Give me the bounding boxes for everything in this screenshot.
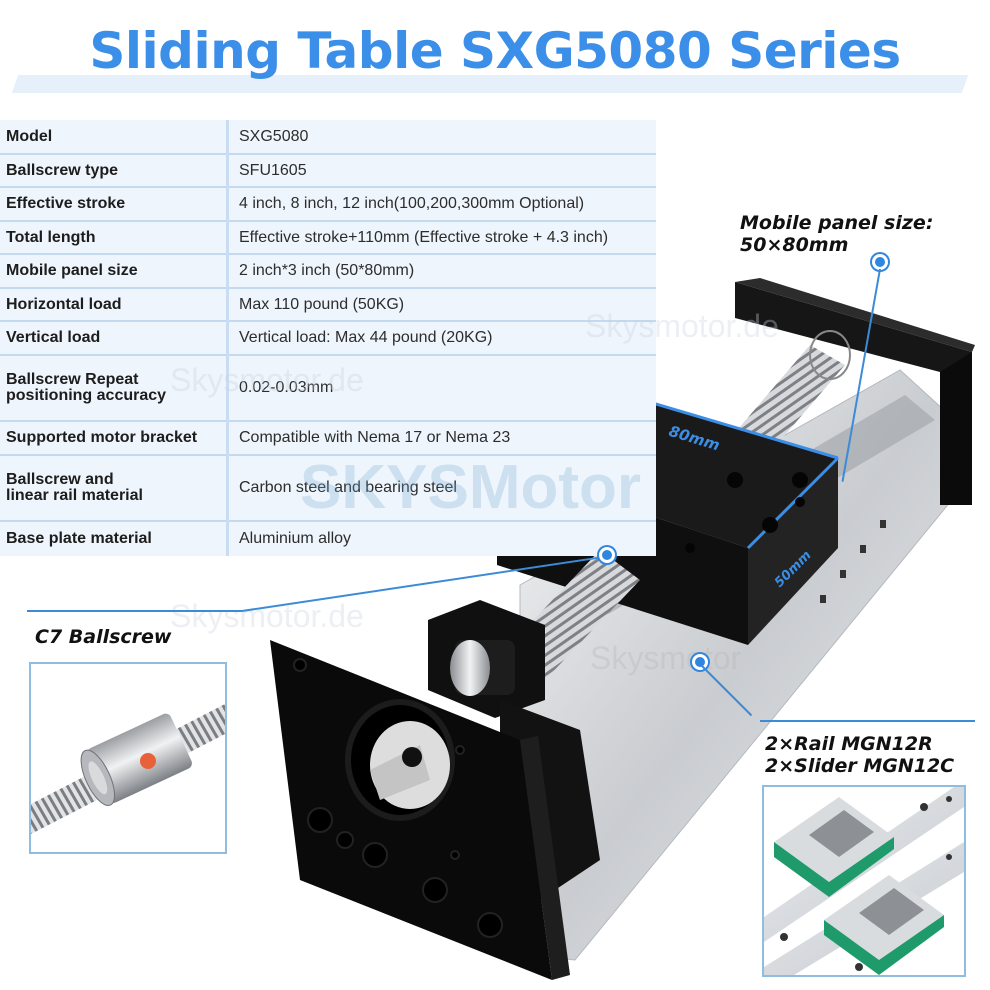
spec-value: 2 inch*3 inch (50*80mm): [227, 254, 656, 289]
callout-rail-line2: 2×Slider MGN12C: [765, 754, 955, 777]
rail-slider-inset-image: [762, 785, 966, 977]
spec-value: Aluminium alloy: [239, 530, 352, 547]
callout-marker-icon: [695, 657, 705, 667]
table-row: Ballscrew type SFU1605: [0, 154, 656, 188]
spec-label-line: positioning accuracy: [6, 387, 167, 404]
spec-value: Max 110 pound (50KG): [227, 288, 656, 322]
spec-value: Carbon steel and bearing steel: [227, 455, 656, 522]
spec-value: SXG5080: [227, 120, 656, 155]
table-row: Base plate material Aluminium alloy: [0, 521, 656, 556]
linear-rail-icon: [764, 787, 964, 975]
spec-value: 0.02-0.03mm: [227, 355, 656, 422]
callout-rail: 2×Rail MGN12R 2×Slider MGN12C: [765, 733, 955, 778]
table-row: Model SXG5080: [0, 120, 656, 155]
spec-label: Supported motor bracket: [0, 421, 229, 456]
table-row: Supported motor bracket Compatible with …: [0, 421, 656, 456]
callout-leader-line: [27, 610, 242, 612]
callout-leader-line: [760, 720, 975, 722]
ballscrew-icon: [31, 704, 225, 834]
spec-label: Mobile panel size: [0, 254, 229, 289]
spec-value: Vertical load: Max 44 pound (20KG): [227, 321, 656, 356]
callout-mobile-panel-line1: Mobile panel size:: [740, 212, 934, 234]
spec-label-line: Ballscrew Repeat: [6, 371, 139, 388]
table-row: Vertical load Vertical load: Max 44 poun…: [0, 321, 656, 356]
spec-label-line: Ballscrew and: [6, 471, 114, 488]
callout-rail-line1: 2×Rail MGN12R: [765, 733, 933, 755]
table-row: Ballscrew and linear rail material Carbo…: [0, 455, 656, 522]
callout-mobile-panel-line2: 50×80mm: [740, 233, 849, 256]
spec-table: Model SXG5080 Ballscrew type SFU1605 Eff…: [0, 120, 656, 556]
table-row: Total length Effective stroke+110mm (Eff…: [0, 221, 656, 255]
spec-value: SFU1605: [227, 154, 656, 188]
spec-value: Effective stroke+110mm (Effective stroke…: [227, 221, 656, 255]
callout-marker-icon: [602, 550, 612, 560]
spec-label: Model: [0, 120, 229, 155]
spec-value: Compatible with Nema 17 or Nema 23: [227, 421, 656, 456]
spec-label-line: linear rail material: [6, 487, 143, 504]
table-row: Horizontal load Max 110 pound (50KG): [0, 288, 656, 322]
table-row: Ballscrew Repeat positioning accuracy 0.…: [0, 355, 656, 422]
spec-label: Ballscrew Repeat positioning accuracy: [0, 355, 229, 422]
callout-mobile-panel: Mobile panel size: 50×80mm: [740, 212, 934, 257]
table-row: Mobile panel size 2 inch*3 inch (50*80mm…: [0, 254, 656, 289]
ballscrew-inset-image: [29, 662, 227, 854]
spec-label: Base plate material: [0, 521, 229, 556]
spec-label: Vertical load: [0, 321, 229, 356]
callout-marker-icon: [875, 257, 885, 267]
spec-value: 4 inch, 8 inch, 12 inch(100,200,300mm Op…: [227, 187, 656, 222]
spec-label: Horizontal load: [0, 288, 229, 322]
callout-ballscrew: C7 Ballscrew: [35, 626, 172, 648]
spec-label: Total length: [0, 221, 229, 255]
spec-label: Effective stroke: [0, 187, 229, 222]
spec-label: Ballscrew and linear rail material: [0, 455, 229, 522]
table-row: Effective stroke 4 inch, 8 inch, 12 inch…: [0, 187, 656, 222]
spec-label: Ballscrew type: [0, 154, 229, 188]
page-title: Sliding Table SXG5080 Series: [89, 22, 901, 80]
